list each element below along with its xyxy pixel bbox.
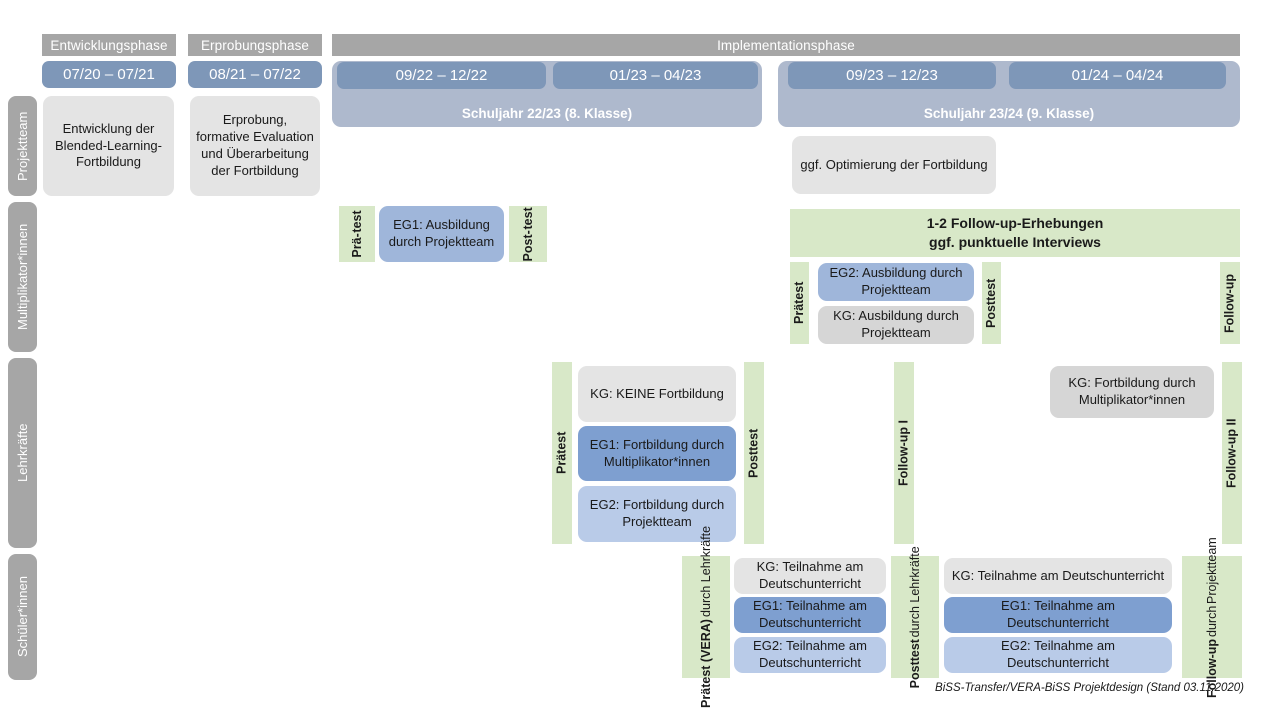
schueler-eg1-box-right: EG1: Teilnahme am Deutschunterricht bbox=[944, 597, 1172, 633]
period-chip-0821-0722: 08/21 – 07/22 bbox=[188, 61, 322, 88]
schueler-kg-box-left: KG: Teilnahme am Deutschunterricht bbox=[734, 558, 886, 594]
schueler-pretest-vera: Prätest (VERA) durch Lehrkräfte bbox=[682, 526, 730, 708]
period-chip-0923-1223: 09/23 – 12/23 bbox=[788, 62, 996, 89]
multiplikator-eg1-ausbildung-box: EG1: Ausbildung durch Projektteam bbox=[379, 206, 504, 262]
schueler-pretest-sub: durch Lehrkräfte bbox=[698, 526, 713, 618]
multiplikator-pretest-1-line2: test bbox=[349, 210, 364, 233]
multiplikator-eg2-ausbildung-box: EG2: Ausbildung durch Projektteam bbox=[818, 263, 974, 301]
multiplikator-followup-strip: Follow-up bbox=[1220, 262, 1240, 344]
lehrkraefte-posttest: Posttest bbox=[744, 362, 764, 544]
schueler-posttest-main: Posttest bbox=[907, 638, 922, 689]
followup-banner-line1: 1-2 Follow-up-Erhebungen bbox=[926, 215, 1104, 232]
multiplikator-posttest-1: Post- test bbox=[509, 206, 547, 262]
footer-caption: BiSS-Transfer/VERA-BiSS Projektdesign (S… bbox=[935, 682, 1244, 694]
lehrkraefte-eg2-fortbildung-box: EG2: Fortbildung durch Projektteam bbox=[578, 486, 736, 542]
lehrkraefte-kg-fortbildung-multiplikator-box: KG: Fortbildung durch Multiplikator*inne… bbox=[1050, 366, 1214, 418]
schueler-eg1-box-left: EG1: Teilnahme am Deutschunterricht bbox=[734, 597, 886, 633]
lehrkraefte-followup-1: Follow-up I bbox=[894, 362, 914, 544]
schueler-posttest-sub: durch Lehrkräfte bbox=[907, 545, 922, 637]
multiplikator-pretest-2: Prätest bbox=[790, 262, 809, 344]
period-chip-0123-0423: 01/23 – 04/23 bbox=[553, 62, 758, 89]
schueler-eg2-box-left: EG2: Teilnahme am Deutschunterricht bbox=[734, 637, 886, 673]
sidebar-item-multiplikator: Multiplikator*innen bbox=[8, 202, 37, 352]
schueler-followup-sub1: durch bbox=[1204, 605, 1219, 637]
phase-header-entwicklungsphase: Entwicklungsphase bbox=[42, 34, 176, 56]
phase-header-erprobungsphase: Erprobungsphase bbox=[188, 34, 322, 56]
sidebar-item-lehrkraefte: Lehrkräfte bbox=[8, 358, 37, 548]
projektteam-box-optimierung: ggf. Optimierung der Fortbildung bbox=[792, 136, 996, 194]
followup-banner-line2: ggf. punktuelle Interviews bbox=[929, 234, 1101, 250]
phase-header-implementationsphase: Implementationsphase bbox=[332, 34, 1240, 56]
multiplikator-pretest-1: Prä- test bbox=[339, 206, 375, 262]
multiplikator-followup-banner: 1-2 Follow-up-Erhebungen ggf. punktuelle… bbox=[790, 209, 1240, 257]
schueler-pretest-main: Prätest (VERA) bbox=[698, 619, 713, 708]
projektteam-box-entwicklung: Entwicklung der Blended-Learning-Fortbil… bbox=[43, 96, 174, 196]
lehrkraefte-pretest: Prätest bbox=[552, 362, 572, 544]
multiplikator-pretest-1-line1: Prä- bbox=[349, 233, 364, 258]
multiplikator-posttest-1-line2: test bbox=[520, 206, 535, 229]
multiplikator-kg-ausbildung-box: KG: Ausbildung durch Projektteam bbox=[818, 306, 974, 344]
schueler-followup: Follow-up durch Projektteam bbox=[1182, 537, 1242, 698]
lehrkraefte-followup-2: Follow-up II bbox=[1222, 362, 1242, 544]
sidebar-item-schueler: Schüler*innen bbox=[8, 554, 37, 680]
schueler-kg-box-right: KG: Teilnahme am Deutschunterricht bbox=[944, 558, 1172, 594]
multiplikator-posttest-2: Posttest bbox=[982, 262, 1001, 344]
projektteam-box-erprobung: Erprobung, formative Evaluation und Über… bbox=[190, 96, 320, 196]
period-chip-0922-1222: 09/22 – 12/22 bbox=[337, 62, 546, 89]
lehrkraefte-kg-keine-fortbildung-box: KG: KEINE Fortbildung bbox=[578, 366, 736, 422]
schueler-eg2-box-right: EG2: Teilnahme am Deutschunterricht bbox=[944, 637, 1172, 673]
multiplikator-posttest-1-line1: Post- bbox=[520, 229, 535, 262]
sidebar-item-projektteam: Projektteam bbox=[8, 96, 37, 196]
period-chip-0124-0424: 01/24 – 04/24 bbox=[1009, 62, 1226, 89]
lehrkraefte-eg1-fortbildung-box: EG1: Fortbildung durch Multiplikator*inn… bbox=[578, 426, 736, 481]
schueler-followup-sub2: Projektteam bbox=[1204, 536, 1219, 604]
period-chip-0720-0721: 07/20 – 07/21 bbox=[42, 61, 176, 88]
schueler-posttest: Posttest durch Lehrkräfte bbox=[891, 546, 939, 688]
